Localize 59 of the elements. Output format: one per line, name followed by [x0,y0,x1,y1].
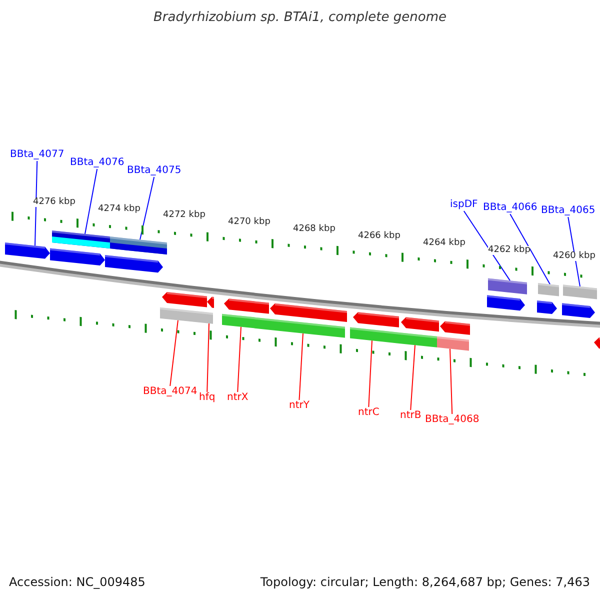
gene-glyph [562,303,595,318]
scale-label: 4270 kbp [228,218,270,228]
gene-label: hfq [199,393,216,403]
title: Bradyrhizobium sp. BTAi1, complete genome [152,11,448,24]
gene-label: BBta_4075 [127,166,182,176]
gene-label: ntrY [289,401,310,411]
gene-label: ntrX [227,393,248,403]
gene-bar [538,283,559,296]
gene-label: ntrB [400,411,422,421]
gene-label: BBta_4066 [483,203,538,213]
gene-bar [350,327,398,344]
gene-glyph [440,321,470,335]
scale-label: 4262 kbp [488,246,530,254]
gene-glyph [353,312,399,328]
gene-glyph [5,242,50,259]
leader-line [170,320,178,386]
gene-bar [437,336,469,351]
scale-label: 4268 kbp [293,225,336,234]
leader-line [510,214,550,285]
leader-line [34,160,38,246]
gene-label: BBta_4074 [143,387,198,397]
gene-glyph [487,295,525,311]
leader-line [237,326,242,392]
scale-label: 4266 kbp [358,232,400,241]
gene-label: ispDF [450,200,478,210]
gene-glyph [207,296,214,308]
scale-label: 4264 kbp [423,238,466,248]
leader-line [298,332,304,400]
scale-label: 4274 kbp [98,204,140,214]
leader-line [410,344,416,410]
leader-line [568,216,580,287]
gene-glyph [537,300,557,314]
gene-bar [563,284,597,300]
gene-bar [110,236,167,255]
gene-bar [488,278,527,294]
gene-label: ntrC [358,408,380,418]
leader-line [450,348,453,414]
scale-label: 4272 kbp [163,211,206,220]
gene-label: BBta_4076 [70,158,124,168]
scale-label: 4260 kbp [553,252,596,262]
gene-label: BBta_4077 [10,150,64,160]
leader-line [84,168,98,234]
gene-label: BBta_4068 [425,415,480,425]
scale-label: 4276 kbp [33,198,76,207]
footer-text: Accession: NC_009485 [9,576,146,588]
leader-line [368,340,372,408]
leader-line [206,322,210,392]
gene-glyph [401,317,439,332]
gene-bar [205,312,213,324]
gene-glyph [50,248,105,266]
leader-line [140,176,155,240]
footer-text: Topology: circular; Length: 8,264,687 bp; Genes: 7,463 [260,576,590,588]
gene-glyph [105,255,163,273]
gene-glyph [594,337,600,350]
gene-bar [52,230,110,249]
gene-label: BBta_4065 [541,206,596,216]
gene-glyph [224,298,269,314]
gene-bar [398,332,437,348]
gene-bar [222,314,267,330]
